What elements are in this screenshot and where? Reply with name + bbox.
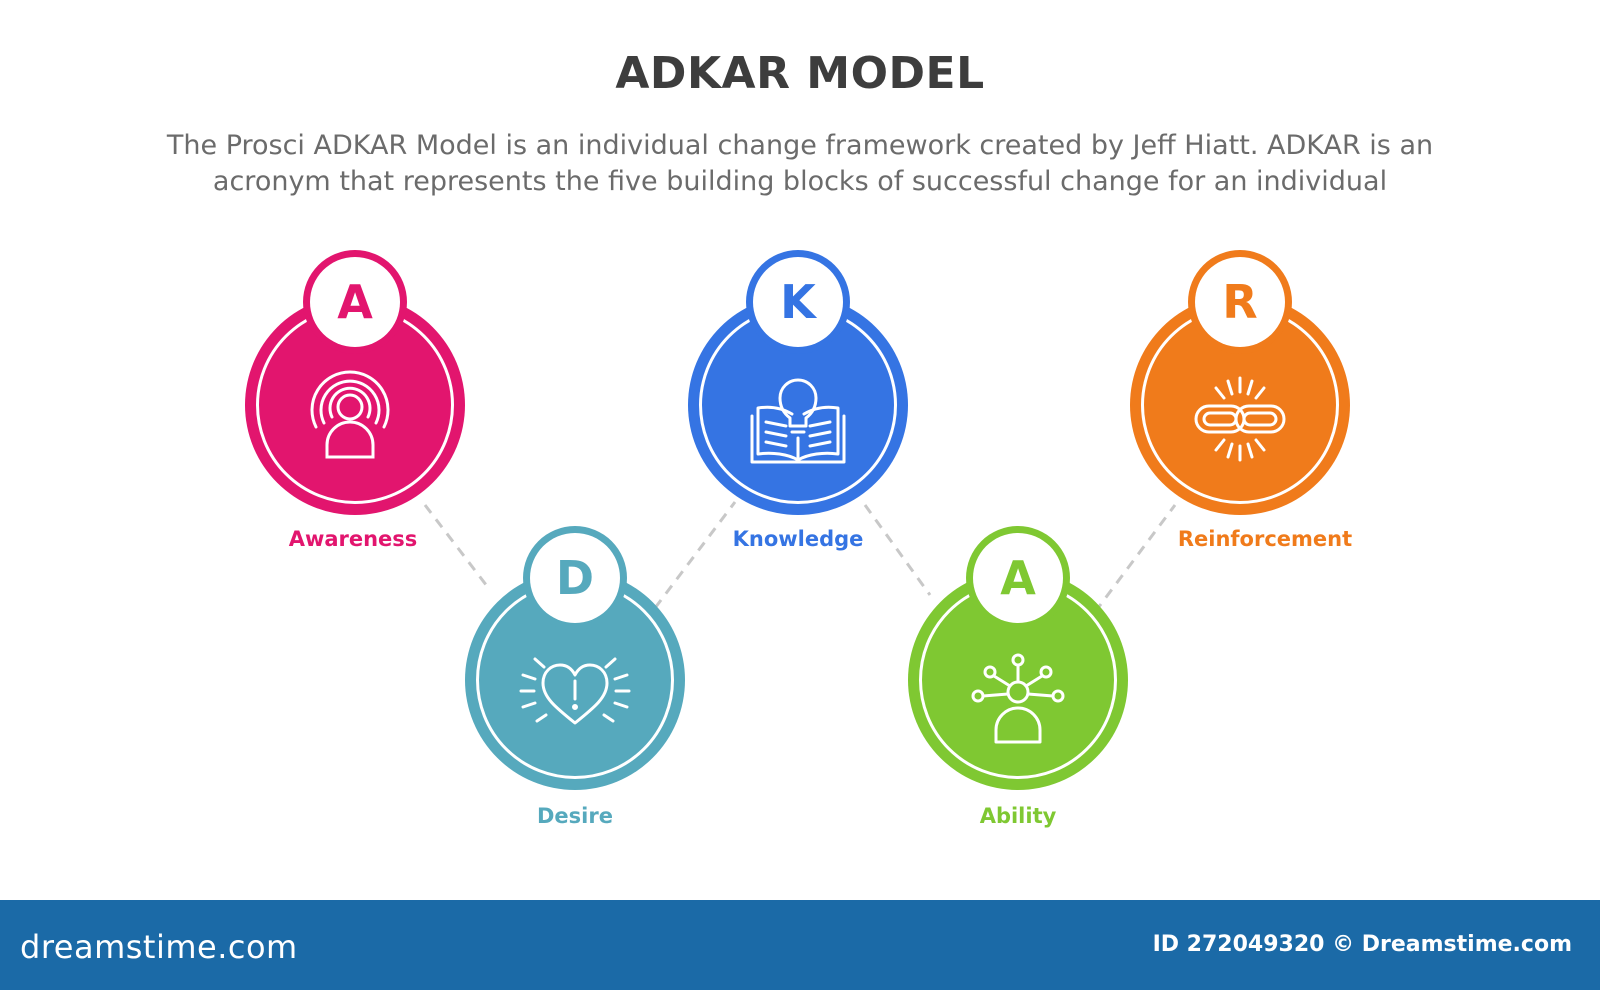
person-network-icon xyxy=(971,653,1065,744)
desire-letter: D xyxy=(530,533,620,623)
ability-letter: A xyxy=(973,533,1063,623)
book-lightbulb-icon xyxy=(750,378,846,464)
heart-alert-icon xyxy=(519,657,631,725)
desire-label: Desire xyxy=(537,804,613,828)
connector-ability-reinforcement xyxy=(1093,504,1177,613)
awareness-letter-badge: A xyxy=(303,250,407,354)
awareness-label: Awareness xyxy=(288,527,418,551)
connector-desire-knowledge xyxy=(653,501,737,609)
page-title: ADKAR MODEL xyxy=(615,48,985,99)
reinforcement-letter: R xyxy=(1195,257,1285,347)
subtitle-line-2: acronym that represents the five buildin… xyxy=(212,166,1388,197)
chain-link-icon xyxy=(1194,376,1286,462)
ability-label: Ability xyxy=(979,804,1057,828)
knowledge-letter-badge: K xyxy=(746,250,850,354)
footer-logo[interactable]: dreamstime.com xyxy=(20,928,298,966)
footer-image-id: ID 272049320 © Dreamstime.com xyxy=(1152,932,1572,957)
reinforcement-letter-badge: R xyxy=(1188,250,1292,354)
radar-person-icon xyxy=(310,370,390,459)
page-subtitle: The Prosci ADKAR Model is an individual … xyxy=(110,128,1490,200)
awareness-letter: A xyxy=(310,257,400,347)
footer-bar: dreamstime.com ID 272049320 © Dreamstime… xyxy=(0,900,1600,990)
knowledge-letter: K xyxy=(753,257,843,347)
subtitle-line-1: The Prosci ADKAR Model is an individual … xyxy=(166,130,1434,161)
desire-letter-badge: D xyxy=(523,526,627,630)
knowledge-label: Knowledge xyxy=(732,527,864,551)
reinforcement-label: Reinforcement xyxy=(1177,527,1353,551)
ability-letter-badge: A xyxy=(966,526,1070,630)
